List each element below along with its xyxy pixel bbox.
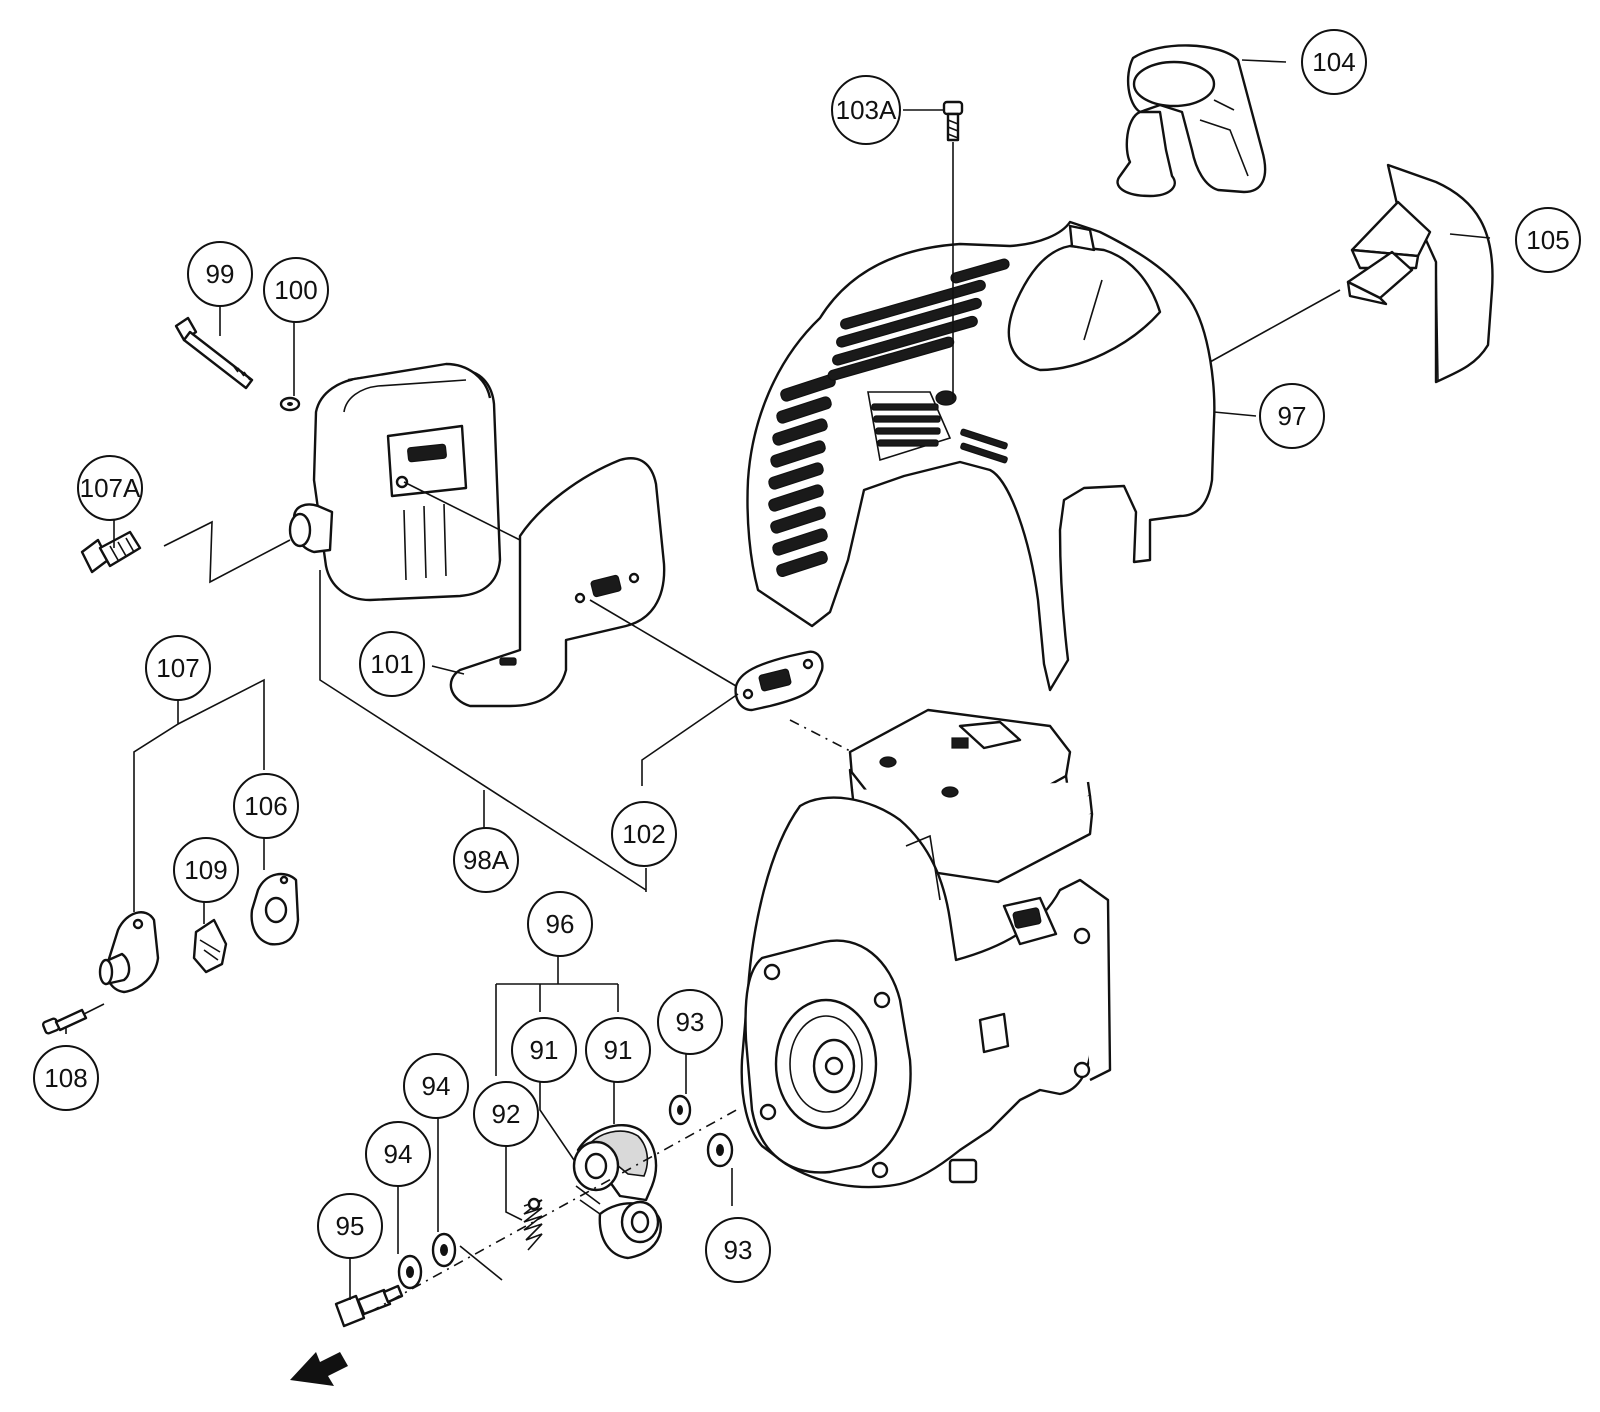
callout-circle (233, 773, 299, 839)
callout-label: 96 (546, 909, 575, 939)
callout-circle (77, 455, 143, 521)
callout-95: 95 (317, 1193, 383, 1259)
callout-label: 100 (274, 275, 317, 305)
callout-circle (831, 75, 901, 145)
callout-label: 98A (463, 845, 510, 875)
part-98a-muffler (288, 362, 502, 602)
callout-circle (173, 837, 239, 903)
callout-label: 93 (676, 1007, 705, 1037)
part-101-heat-shield (449, 457, 666, 708)
callout-107a: 107A (77, 455, 143, 521)
callout-circle (473, 1081, 539, 1147)
callout-label: 91 (604, 1035, 633, 1065)
callout-circle (705, 1217, 771, 1283)
part-92-spring (523, 1197, 543, 1251)
callout-label: 91 (530, 1035, 559, 1065)
callout-circle (1259, 383, 1325, 449)
callout-99: 99 (187, 241, 253, 307)
callout-label: 94 (384, 1139, 413, 1169)
part-94-washer-a (431, 1232, 457, 1268)
part-93-washer-upper (668, 1094, 692, 1126)
callout-label: 103A (836, 95, 897, 125)
callout-94: 94 (403, 1053, 469, 1119)
callout-93: 93 (705, 1217, 771, 1283)
callout-102: 102 (611, 801, 677, 867)
callout-label: 108 (44, 1063, 87, 1093)
callout-circle (359, 631, 425, 697)
part-109-clip (192, 918, 228, 974)
callout-circle (33, 1045, 99, 1111)
callout-101: 101 (359, 631, 425, 697)
callout-label: 104 (1312, 47, 1355, 77)
callout-circle (1515, 207, 1581, 273)
callout-circle (187, 241, 253, 307)
callout-105: 105 (1515, 207, 1581, 273)
part-91-clutch-shoes (572, 1124, 662, 1260)
callout-label: 102 (622, 819, 665, 849)
callout-91: 91 (585, 1017, 651, 1083)
callout-104: 104 (1301, 29, 1367, 95)
part-104-grip (1116, 44, 1267, 198)
callout-circle (1301, 29, 1367, 95)
callout-circle (403, 1053, 469, 1119)
callout-label: 94 (422, 1071, 451, 1101)
callout-circle (145, 635, 211, 701)
callout-98a: 98A (453, 827, 519, 893)
callout-92: 92 (473, 1081, 539, 1147)
callout-106: 106 (233, 773, 299, 839)
part-107a-screw (80, 530, 142, 574)
callout-93: 93 (657, 989, 723, 1055)
part-106-gasket (250, 872, 300, 946)
callout-circle (511, 1017, 577, 1083)
part-108-screw (41, 1008, 88, 1035)
callout-label: 92 (492, 1099, 521, 1129)
callout-label: 99 (206, 259, 235, 289)
callout-label: 101 (370, 649, 413, 679)
part-93-washer-lower (706, 1132, 734, 1168)
callout-circle (317, 1193, 383, 1259)
part-100-washer (279, 396, 301, 412)
part-103a-bolt (942, 100, 964, 142)
callout-label: 109 (184, 855, 227, 885)
callout-109: 109 (173, 837, 239, 903)
part-99-bolt (174, 316, 254, 390)
callout-circle (657, 989, 723, 1055)
callout-100: 100 (263, 257, 329, 323)
callout-circle (585, 1017, 651, 1083)
part-107-pipe (98, 911, 160, 994)
callout-circle (527, 891, 593, 957)
callout-108: 108 (33, 1045, 99, 1111)
callout-circle (611, 801, 677, 867)
callout-107: 107 (145, 635, 211, 701)
callout-circle (365, 1121, 431, 1187)
direction-arrow (290, 1352, 348, 1386)
callout-bubbles: 104 103A 105 97 99 100 107A 101 107 106 109 98A 102 9… (33, 29, 1581, 1283)
part-engine-block (740, 708, 1112, 1189)
callout-97: 97 (1259, 383, 1325, 449)
part-97-engine-cover (746, 220, 1216, 692)
part-95-shoulder-bolt (334, 1284, 404, 1328)
callout-label: 105 (1526, 225, 1569, 255)
callout-label: 95 (336, 1211, 365, 1241)
part-105-cover (1346, 163, 1494, 384)
callout-94: 94 (365, 1121, 431, 1187)
callout-96: 96 (527, 891, 593, 957)
callout-label: 97 (1278, 401, 1307, 431)
callout-circle (453, 827, 519, 893)
callout-103a: 103A (831, 75, 901, 145)
callout-label: 107A (80, 473, 141, 503)
callout-circle (263, 257, 329, 323)
callout-label: 106 (244, 791, 287, 821)
callout-91: 91 (511, 1017, 577, 1083)
callout-label: 107 (156, 653, 199, 683)
callout-label: 93 (724, 1235, 753, 1265)
part-94-washer-b (397, 1254, 423, 1290)
part-102-gasket (734, 650, 824, 712)
